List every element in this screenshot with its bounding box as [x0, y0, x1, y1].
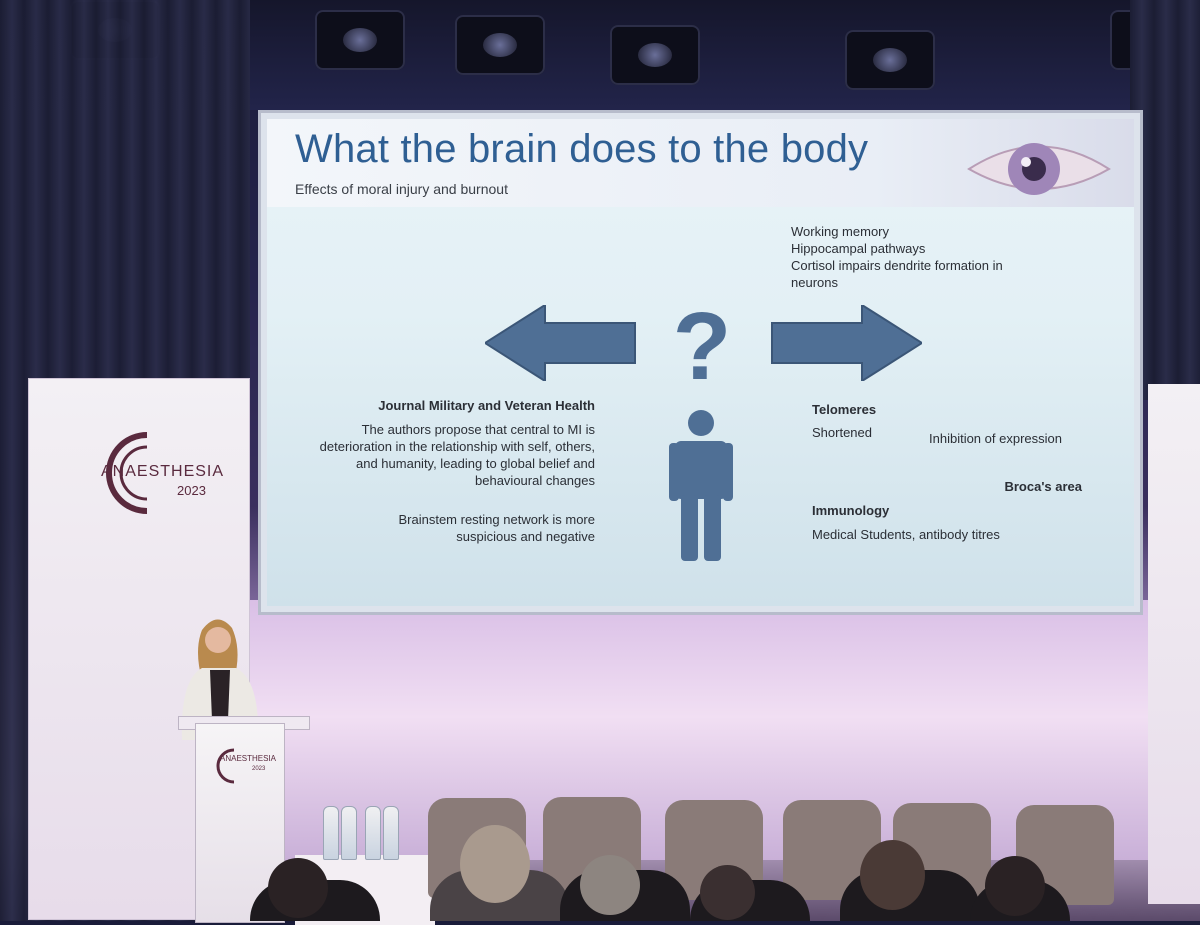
stage-light-4: [610, 25, 700, 85]
person-icon: [669, 410, 733, 561]
audience-head: [860, 840, 925, 910]
audience-head: [700, 865, 755, 920]
slide-subtitle: Effects of moral injury and burnout: [295, 181, 508, 197]
slide: What the brain does to the body Effects …: [267, 119, 1134, 606]
brain-effects-list: Working memory Hippocampal pathways Cort…: [791, 223, 1051, 291]
slide-title: What the brain does to the body: [295, 127, 869, 171]
journal-body: The authors propose that central to MI i…: [319, 422, 595, 488]
audience-head: [460, 825, 530, 903]
list-item: Cortisol impairs dendrite formation in n…: [791, 258, 1003, 290]
logo-year: 2023: [177, 483, 206, 498]
stage-light-3: [455, 15, 545, 75]
arrow-left-icon: [485, 305, 636, 381]
brainstem-text: Brainstem resting network is more suspic…: [398, 512, 595, 544]
telomeres-body: Shortened: [812, 425, 872, 440]
podium-logo-year: 2023: [252, 766, 266, 772]
projection-screen: What the brain does to the body Effects …: [258, 110, 1143, 615]
broca-label: Broca's area: [1004, 479, 1082, 494]
podium-logo-icon: [216, 748, 235, 784]
water-bottle: [365, 806, 381, 860]
arrow-right-icon: [771, 305, 922, 381]
water-bottle: [323, 806, 339, 860]
inhibition-text: Inhibition of expression: [929, 431, 1062, 446]
stage-light-2: [315, 10, 405, 70]
audience-head: [580, 855, 640, 915]
water-bottle: [383, 806, 399, 860]
eye-icon: [967, 143, 1111, 195]
immunology-heading: Immunology: [812, 503, 890, 518]
audience-head: [985, 856, 1045, 916]
immunology-body: Medical Students, antibody titres: [812, 527, 1000, 542]
conference-banner-right: [1148, 384, 1200, 904]
telomeres-heading: Telomeres: [812, 402, 877, 417]
water-bottle: [341, 806, 357, 860]
question-mark: ?: [672, 293, 732, 400]
anaesthesia-logo-icon: [106, 432, 148, 514]
podium-logo-wordmark: ANAESTHESIA: [220, 754, 277, 763]
journal-heading: Journal Military and Veteran Health: [378, 398, 595, 413]
audience-head: [268, 858, 328, 918]
logo-wordmark: ANAESTHESIA: [101, 463, 225, 480]
stage-light-5: [845, 30, 935, 90]
list-item: Working memory: [791, 224, 890, 239]
list-item: Hippocampal pathways: [791, 241, 926, 256]
